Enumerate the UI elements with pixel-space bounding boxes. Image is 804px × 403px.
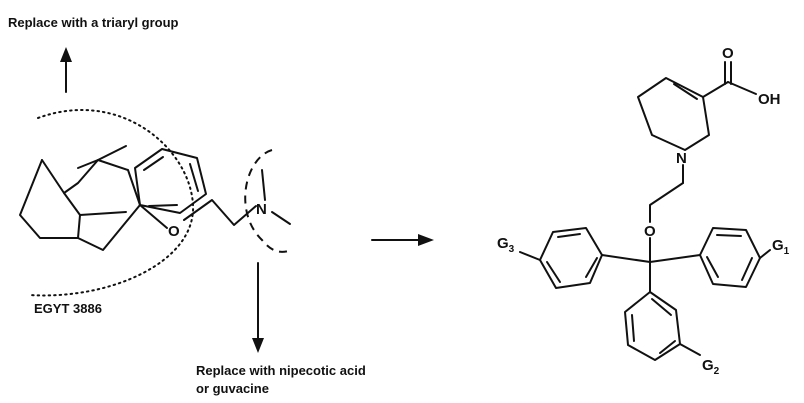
atom-nitrogen-left: N <box>256 201 267 218</box>
atom-oxygen-left: O <box>168 223 180 240</box>
bottom-annotation-label-line2: or guvacine <box>196 381 269 396</box>
target-structure <box>519 61 771 361</box>
atom-oxygen-right: O <box>644 223 656 240</box>
triaryl-region-dotted-arc <box>29 109 195 297</box>
reaction-arrow <box>371 234 434 246</box>
bottom-annotation-arrow <box>252 262 264 353</box>
top-annotation-label: Replace with a triaryl group <box>8 15 179 30</box>
bottom-annotation-label-line1: Replace with nipecotic acid <box>196 363 366 378</box>
atom-nitrogen-right: N <box>676 150 687 167</box>
top-annotation-arrow <box>60 47 72 93</box>
compound-name-label: EGYT 3886 <box>34 301 102 316</box>
egyt-3886-structure <box>19 145 291 251</box>
atom-hydroxyl: OH <box>758 91 781 108</box>
atom-carbonyl-oxygen: O <box>722 45 734 62</box>
substituent-g2: G2 <box>702 357 720 377</box>
substituent-g3: G3 <box>497 235 515 255</box>
amine-region-dashed-arc <box>244 149 293 253</box>
substituent-g1: G1 <box>772 237 790 257</box>
